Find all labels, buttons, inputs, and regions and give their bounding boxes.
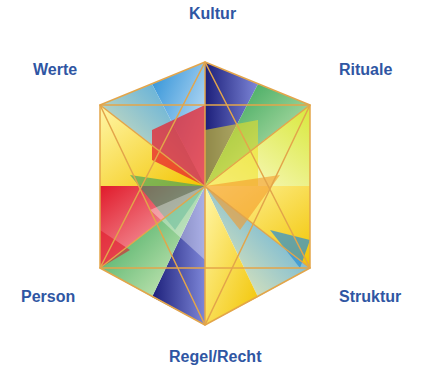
category-label: Person [21, 287, 75, 306]
category-label: Struktur [339, 287, 401, 306]
category-label: Kultur [189, 4, 236, 23]
category-label: Regel/Recht [169, 347, 261, 366]
category-label: Rituale [339, 60, 392, 79]
category-label: Werte [33, 60, 77, 79]
